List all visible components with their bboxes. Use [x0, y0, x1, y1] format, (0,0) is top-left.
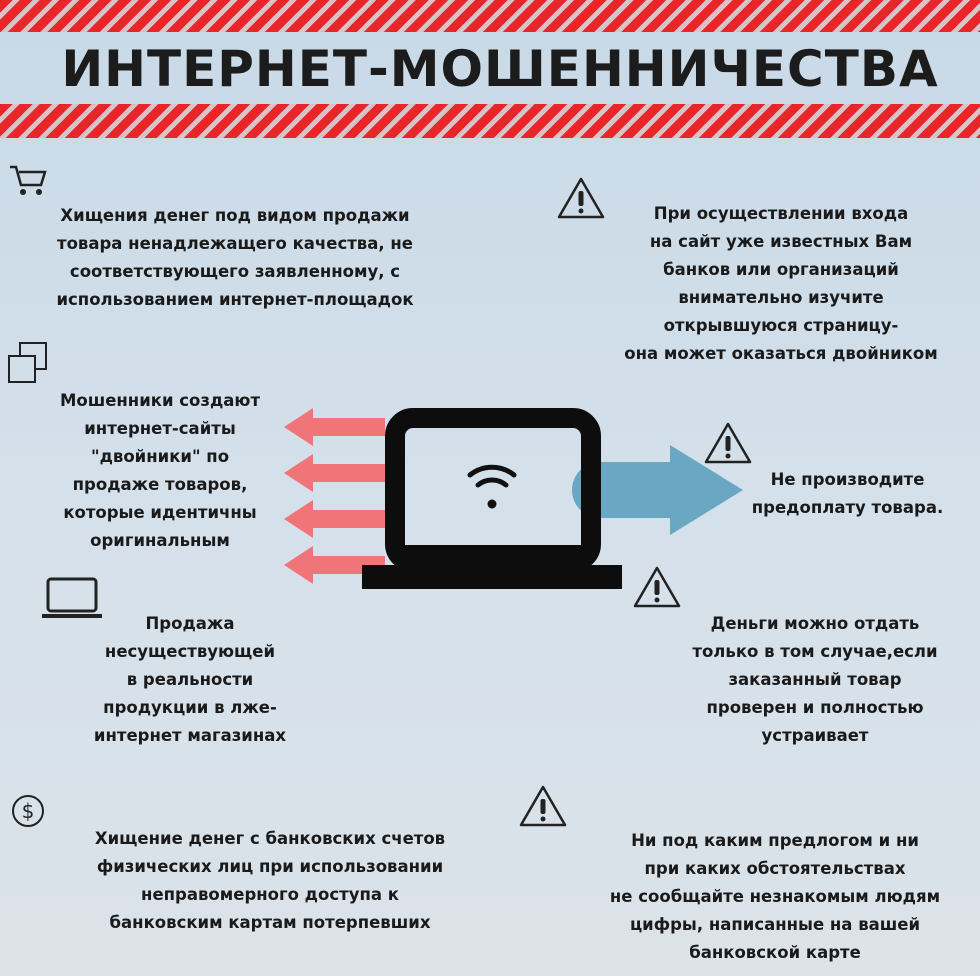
laptop-icon	[42, 577, 102, 618]
wifi-icon	[467, 464, 517, 488]
dollar-icon: $	[12, 795, 44, 827]
hazard-stripe-top	[0, 0, 980, 32]
cart-icon	[10, 165, 47, 195]
pink-arrows	[284, 408, 385, 584]
blue-arrow	[572, 445, 743, 535]
page-title: ИНТЕРНЕТ-МОШЕННИЧЕСТВА	[61, 40, 939, 98]
text-pay-after-check: Деньги можно отдать только в том случае,…	[692, 614, 938, 745]
text-card-digits: Ни под каким предлогом и ни при каких об…	[609, 831, 941, 962]
warning-icon	[519, 785, 567, 827]
copy-icon	[8, 342, 47, 383]
warning-icon	[557, 177, 605, 219]
text-clone-sites: Мошенники создают интернет-сайты "двойни…	[59, 391, 261, 550]
warning-icon	[633, 566, 681, 608]
hazard-stripe-bottom	[0, 104, 980, 138]
text-no-prepay: Не производите предоплату товара.	[751, 470, 944, 517]
svg-text:$: $	[22, 799, 35, 823]
warning-icon	[704, 422, 752, 464]
text-check-page: При осуществлении входа на сайт уже изве…	[624, 204, 938, 363]
laptop-wifi-illustration	[284, 408, 743, 589]
text-bank-theft: Хищение денег с банковских счетов физиче…	[94, 829, 446, 932]
text-fake-shops: Продажа несуществующей в реальности прод…	[93, 614, 287, 745]
text-sale-low-quality: Хищения денег под видом продажи товара н…	[56, 206, 414, 309]
